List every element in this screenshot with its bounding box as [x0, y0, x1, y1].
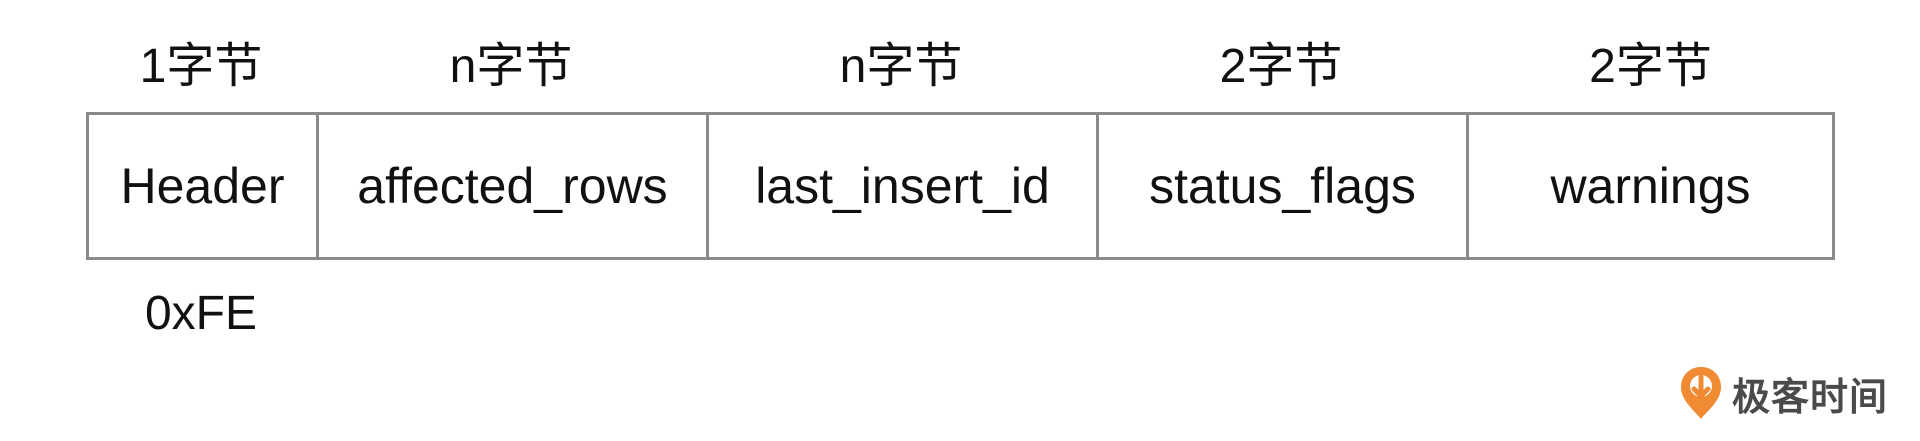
brand-logo: 极客时间	[1678, 363, 1888, 423]
field-warnings: warnings	[1550, 158, 1751, 214]
packet-row: Header affected_rows last_insert_id stat…	[86, 112, 1835, 260]
size-label-warnings: 2字节	[1589, 40, 1712, 93]
geektime-logo-icon	[1680, 367, 1721, 419]
size-label-status-flags: 2字节	[1219, 40, 1343, 93]
brand-name: 极客时间	[1731, 376, 1888, 419]
size-label-header: 1字节	[139, 40, 263, 93]
field-affected-rows: affected_rows	[319, 115, 709, 257]
field-last-insert-id: last_insert_id	[709, 115, 1099, 257]
field-header: Header	[89, 115, 319, 257]
size-label-affected-rows: n字节	[449, 40, 573, 93]
field-status-flags: status_flags	[1099, 115, 1469, 257]
header-value-label: 0xFE	[144, 287, 258, 340]
size-label-last-insert-id: n字节	[839, 40, 963, 93]
